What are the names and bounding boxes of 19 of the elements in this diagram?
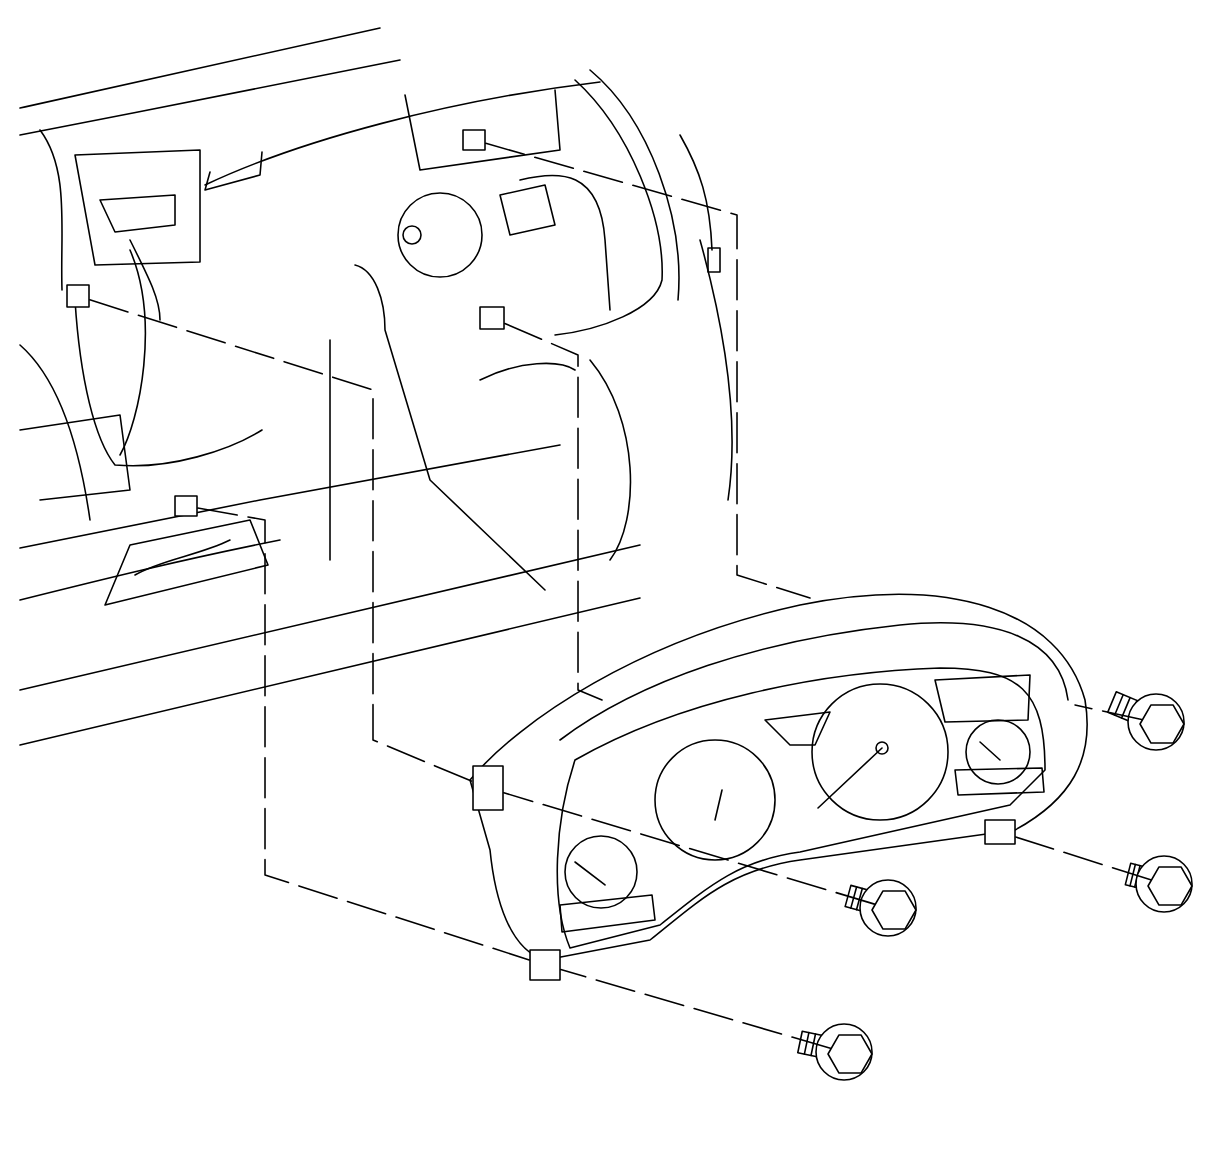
- mounting-tab: [984, 819, 1016, 845]
- mounting-slot: [462, 129, 486, 151]
- leader-line: [1015, 836, 1152, 881]
- leader-line: [485, 142, 811, 599]
- bolt-drawing: [844, 879, 917, 937]
- leader-line: [89, 298, 473, 783]
- leader-line: [197, 507, 530, 961]
- mounting-slot: [479, 306, 505, 330]
- leader-line: [504, 322, 603, 701]
- bolt-drawing: [797, 1023, 873, 1081]
- bolt-drawing: [1124, 855, 1193, 913]
- leader-line: [503, 791, 876, 905]
- leader-line: [1074, 704, 1143, 721]
- mounting-tab: [529, 949, 561, 981]
- mounting-slot: [66, 284, 90, 308]
- mounting-tab: [472, 765, 504, 811]
- bolt-drawing: [1107, 691, 1185, 751]
- mounting-slot: [174, 495, 198, 517]
- leader-line: [560, 968, 832, 1050]
